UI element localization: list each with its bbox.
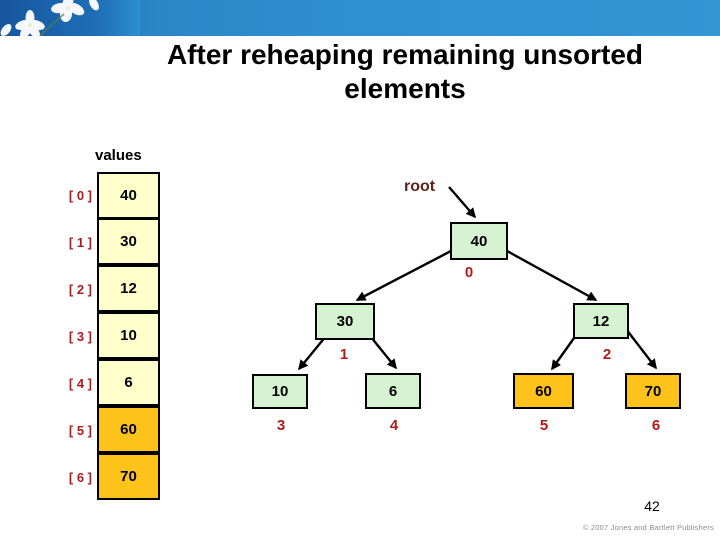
array-cell-2: 12 bbox=[97, 265, 160, 312]
array-index-label: [ 6 ] bbox=[68, 470, 92, 485]
tree-index-3: 3 bbox=[276, 417, 286, 434]
array-index-label: [ 3 ] bbox=[68, 329, 92, 344]
tree-node-30: 30 bbox=[315, 303, 375, 340]
array-row: [ 3 ] 10 bbox=[56, 312, 160, 360]
tree-node-70: 70 bbox=[625, 373, 681, 409]
array-row: [ 4 ] 6 bbox=[56, 359, 160, 407]
array-index-label: [ 1 ] bbox=[68, 235, 92, 250]
array-cell-3: 10 bbox=[97, 312, 160, 359]
values-array: [ 0 ] 40 [ 1 ] 30 [ 2 ] 12 [ 3 ] 10 [ 4 … bbox=[56, 172, 160, 501]
flower-photo-icon bbox=[0, 0, 140, 36]
array-cell-5: 60 bbox=[97, 406, 160, 453]
tree-index-0: 0 bbox=[464, 264, 474, 281]
title-line-2: elements bbox=[344, 73, 466, 104]
array-index-label: [ 5 ] bbox=[68, 423, 92, 438]
array-cell-6: 70 bbox=[97, 453, 160, 500]
array-row: [ 2 ] 12 bbox=[56, 265, 160, 313]
tree-node-6: 6 bbox=[365, 373, 421, 409]
array-index-label: [ 0 ] bbox=[68, 188, 92, 203]
array-index-label: [ 2 ] bbox=[68, 282, 92, 297]
tree-index-1: 1 bbox=[339, 346, 349, 363]
header-banner bbox=[0, 0, 720, 36]
array-row: [ 0 ] 40 bbox=[56, 172, 160, 219]
tree-node-40: 40 bbox=[450, 222, 508, 260]
tree-index-6: 6 bbox=[651, 417, 661, 434]
array-index-label: [ 4 ] bbox=[68, 376, 92, 391]
array-row: [ 6 ] 70 bbox=[56, 453, 160, 501]
array-values-label: values bbox=[95, 147, 142, 164]
page-number: 42 bbox=[644, 498, 660, 514]
array-row: [ 1 ] 30 bbox=[56, 218, 160, 266]
array-cell-1: 30 bbox=[97, 218, 160, 265]
tree-index-5: 5 bbox=[539, 417, 549, 434]
copyright-text: © 2007 Jones and Bartlett Publishers bbox=[582, 523, 714, 532]
array-row: [ 5 ] 60 bbox=[56, 406, 160, 454]
tree-node-60: 60 bbox=[513, 373, 574, 409]
array-cell-0: 40 bbox=[97, 172, 160, 219]
title-line-1: After reheaping remaining unsorted bbox=[166, 39, 644, 70]
tree-index-4: 4 bbox=[389, 417, 399, 434]
tree-index-2: 2 bbox=[602, 346, 612, 363]
tree-node-12: 12 bbox=[573, 303, 629, 339]
array-cell-4: 6 bbox=[97, 359, 160, 406]
tree-node-10: 10 bbox=[252, 374, 308, 409]
root-label: root bbox=[404, 178, 436, 195]
slide-title: After reheaping remaining unsorted eleme… bbox=[105, 38, 705, 106]
